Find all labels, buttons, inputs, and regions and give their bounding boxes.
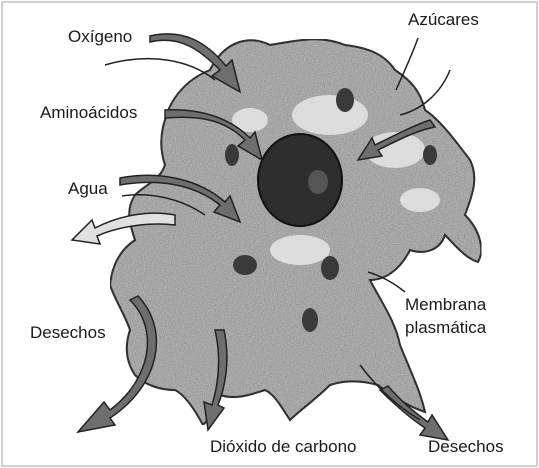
label-water: Agua bbox=[68, 179, 108, 198]
label-carbon-dioxide: Dióxido de carbono bbox=[210, 437, 356, 456]
waste-left-arrow bbox=[78, 296, 156, 432]
label-oxygen: Oxígeno bbox=[68, 27, 132, 46]
cell-body bbox=[110, 39, 481, 425]
label-amino-acids: Aminoácidos bbox=[40, 103, 137, 122]
label-sugars: Azúcares bbox=[408, 10, 479, 29]
label-waste-left: Desechos bbox=[30, 323, 106, 342]
label-membrane-line2: plasmática bbox=[405, 318, 487, 337]
nucleus bbox=[258, 134, 342, 226]
nucleolus bbox=[308, 170, 328, 194]
label-waste-right: Desechos bbox=[428, 437, 504, 456]
label-membrane-line1: Membrana bbox=[405, 295, 487, 314]
